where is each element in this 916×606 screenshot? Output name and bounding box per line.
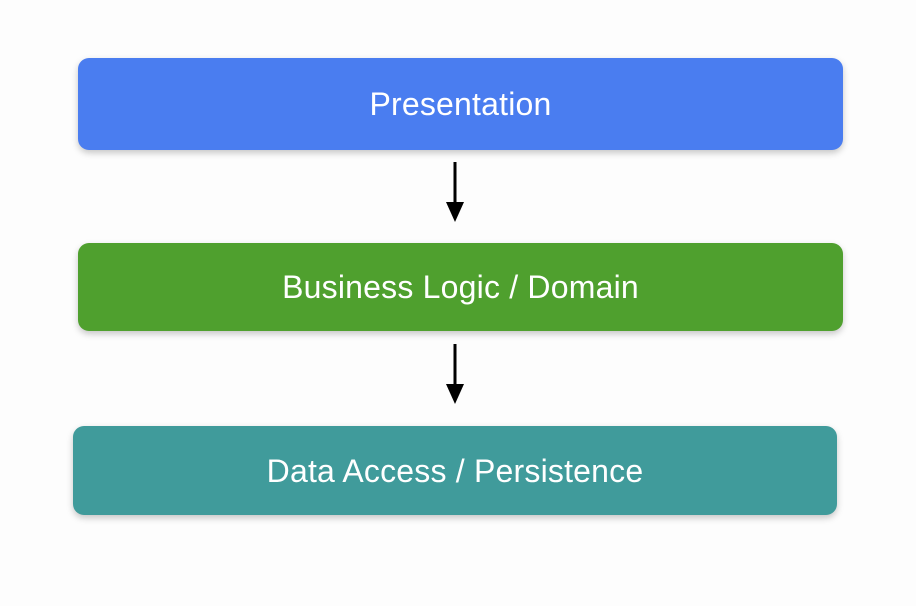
layer-label-business: Business Logic / Domain <box>282 269 639 305</box>
down-arrow-icon <box>446 162 464 222</box>
layer-node-business[interactable]: Business Logic / Domain <box>78 243 843 331</box>
layer-label-data: Data Access / Persistence <box>266 452 644 489</box>
connector-presentation-to-business <box>435 160 475 230</box>
layer-label-presentation: Presentation <box>369 86 552 122</box>
connector-business-to-data <box>435 342 475 412</box>
down-arrow-icon <box>446 344 464 404</box>
layer-node-data[interactable]: Data Access / Persistence <box>73 426 837 515</box>
layer-node-presentation[interactable]: Presentation <box>78 58 843 150</box>
